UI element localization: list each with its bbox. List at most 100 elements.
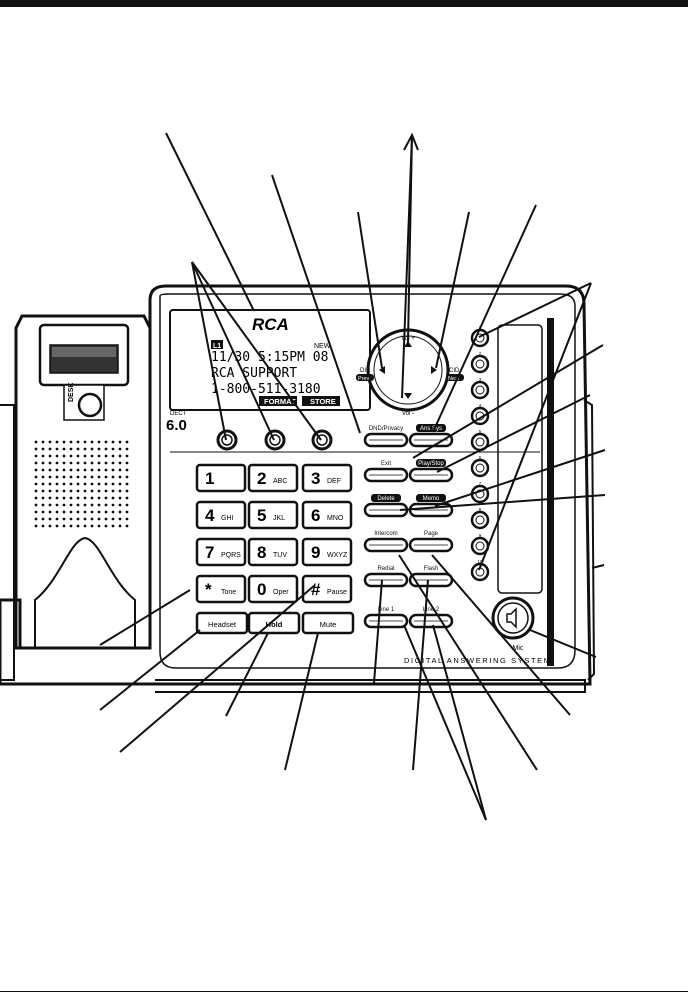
memory-key-3[interactable]: 3 (470, 377, 490, 400)
line2-button[interactable]: Line 2 (408, 607, 454, 629)
memory-label-card (497, 324, 543, 594)
memory-key-label: 7 (479, 481, 482, 486)
page-label: Page (424, 531, 439, 537)
hold-label: Hold (266, 620, 283, 629)
softkey-1[interactable] (216, 429, 238, 451)
memory-key-label: 5 (479, 429, 482, 434)
memory-key-label: 10 (477, 559, 483, 564)
play-button[interactable]: Play/Stop (408, 459, 454, 483)
key-digit: 5 (257, 506, 266, 525)
cid-label: CID (449, 368, 460, 374)
memory-key-8[interactable]: 8 (470, 507, 490, 530)
prev-label: Prev (358, 376, 370, 382)
mute-label: Mute (320, 620, 337, 629)
memory-key-6[interactable]: 6 (470, 455, 490, 478)
nav-up-icon (404, 341, 412, 347)
ans-label: Ans Sys (420, 426, 442, 432)
key-5[interactable]: 5 JKL (247, 500, 299, 530)
key-star[interactable]: *Tone (195, 574, 247, 604)
key-letters: TUV (273, 552, 287, 559)
desk-icon (77, 392, 103, 418)
nav-down-icon (404, 393, 412, 399)
key-digit: 7 (205, 543, 214, 562)
mute-button[interactable]: Mute (301, 611, 355, 635)
key-pound[interactable]: # Pause (301, 574, 353, 604)
flash-label: Flash (424, 566, 439, 572)
key-letters: JKL (273, 515, 285, 522)
headset-button[interactable]: Headset (195, 611, 249, 635)
key-letters: MNO (327, 515, 344, 522)
redial-label: Redial (377, 566, 394, 572)
speaker-grille (34, 440, 129, 528)
memory-key-5[interactable]: 5 (470, 429, 490, 452)
delete-label: Delete (377, 496, 395, 502)
delete-button[interactable]: Delete (363, 494, 409, 518)
key-4[interactable]: 4 GHI (195, 500, 247, 530)
key-letters: PQRS (221, 552, 241, 559)
nav-right-icon (431, 366, 437, 374)
key-7[interactable]: 7 PQRS (195, 537, 247, 567)
speaker-button[interactable] (491, 596, 535, 640)
flash-button[interactable]: Flash (408, 566, 454, 588)
dnd-button[interactable]: DND/Privacy (363, 426, 409, 448)
speaker-icon (506, 607, 517, 629)
memory-key-2[interactable]: 2 (470, 351, 490, 374)
ans-button[interactable]: Ans Sys (408, 424, 454, 448)
key-letters: WXYZ (327, 552, 348, 559)
key-1[interactable]: 1 (195, 463, 247, 493)
dect-logo: 6.0 (166, 417, 187, 434)
key-digit: * (205, 580, 212, 599)
hold-button[interactable]: Hold (247, 611, 301, 635)
intercom-button[interactable]: Intercom (363, 531, 409, 553)
memory-key-label: 2 (479, 351, 482, 356)
next-label: Next (448, 376, 460, 382)
memory-key-label: 6 (479, 455, 482, 460)
line2-label: Line 2 (423, 607, 440, 613)
key-letters: GHI (221, 515, 234, 522)
memory-key-10[interactable]: 10 (470, 559, 490, 582)
line-indicator: L1 (213, 343, 221, 350)
top-rule (0, 0, 688, 7)
softkey-2[interactable] (264, 429, 286, 451)
redial-button[interactable]: Redial (363, 566, 409, 588)
desk-label: DESK (68, 383, 75, 402)
key-letters: DEF (327, 478, 341, 485)
key-digit: 0 (257, 580, 266, 599)
exit-label: Exit (381, 461, 391, 467)
page-button[interactable]: Page (408, 531, 454, 553)
key-letters: Oper (273, 589, 289, 596)
memo-button[interactable]: Memo (408, 494, 454, 518)
navigation-key[interactable] (366, 328, 450, 412)
softkey-right-label: STORE (310, 397, 336, 406)
key-letters: Pause (327, 589, 347, 596)
memory-key-label: 4 (479, 403, 482, 408)
handset: DESK (14, 314, 152, 650)
key-digit: # (311, 580, 321, 599)
exit-button[interactable]: Exit (363, 461, 409, 483)
dnd-label: DND/Privacy (369, 426, 403, 432)
line1-button[interactable]: Line 1 (363, 607, 409, 629)
callout-lines (99, 132, 606, 821)
left-stand (0, 404, 15, 681)
lcd-row-2: RCA SUPPORT (211, 366, 297, 381)
headset-label: Headset (208, 620, 237, 629)
key-6[interactable]: 6 MNO (301, 500, 353, 530)
key-digit: 6 (311, 506, 320, 525)
key-0[interactable]: 0 Oper (247, 574, 299, 604)
key-digit: 1 (205, 469, 214, 488)
base-outline (0, 284, 596, 693)
footer-text: DIGITAL ANSWERING SYSTEM (404, 656, 552, 665)
nav-left-icon (379, 366, 385, 374)
key-digit: 4 (205, 506, 215, 525)
vol-down-label: Vol - (402, 411, 414, 417)
brand-logo: RCA (252, 315, 289, 334)
dect-small: DECT (170, 411, 187, 417)
lcd-row-3: 1-800-511-3180 (211, 382, 321, 397)
memo-label: Memo (423, 496, 440, 502)
